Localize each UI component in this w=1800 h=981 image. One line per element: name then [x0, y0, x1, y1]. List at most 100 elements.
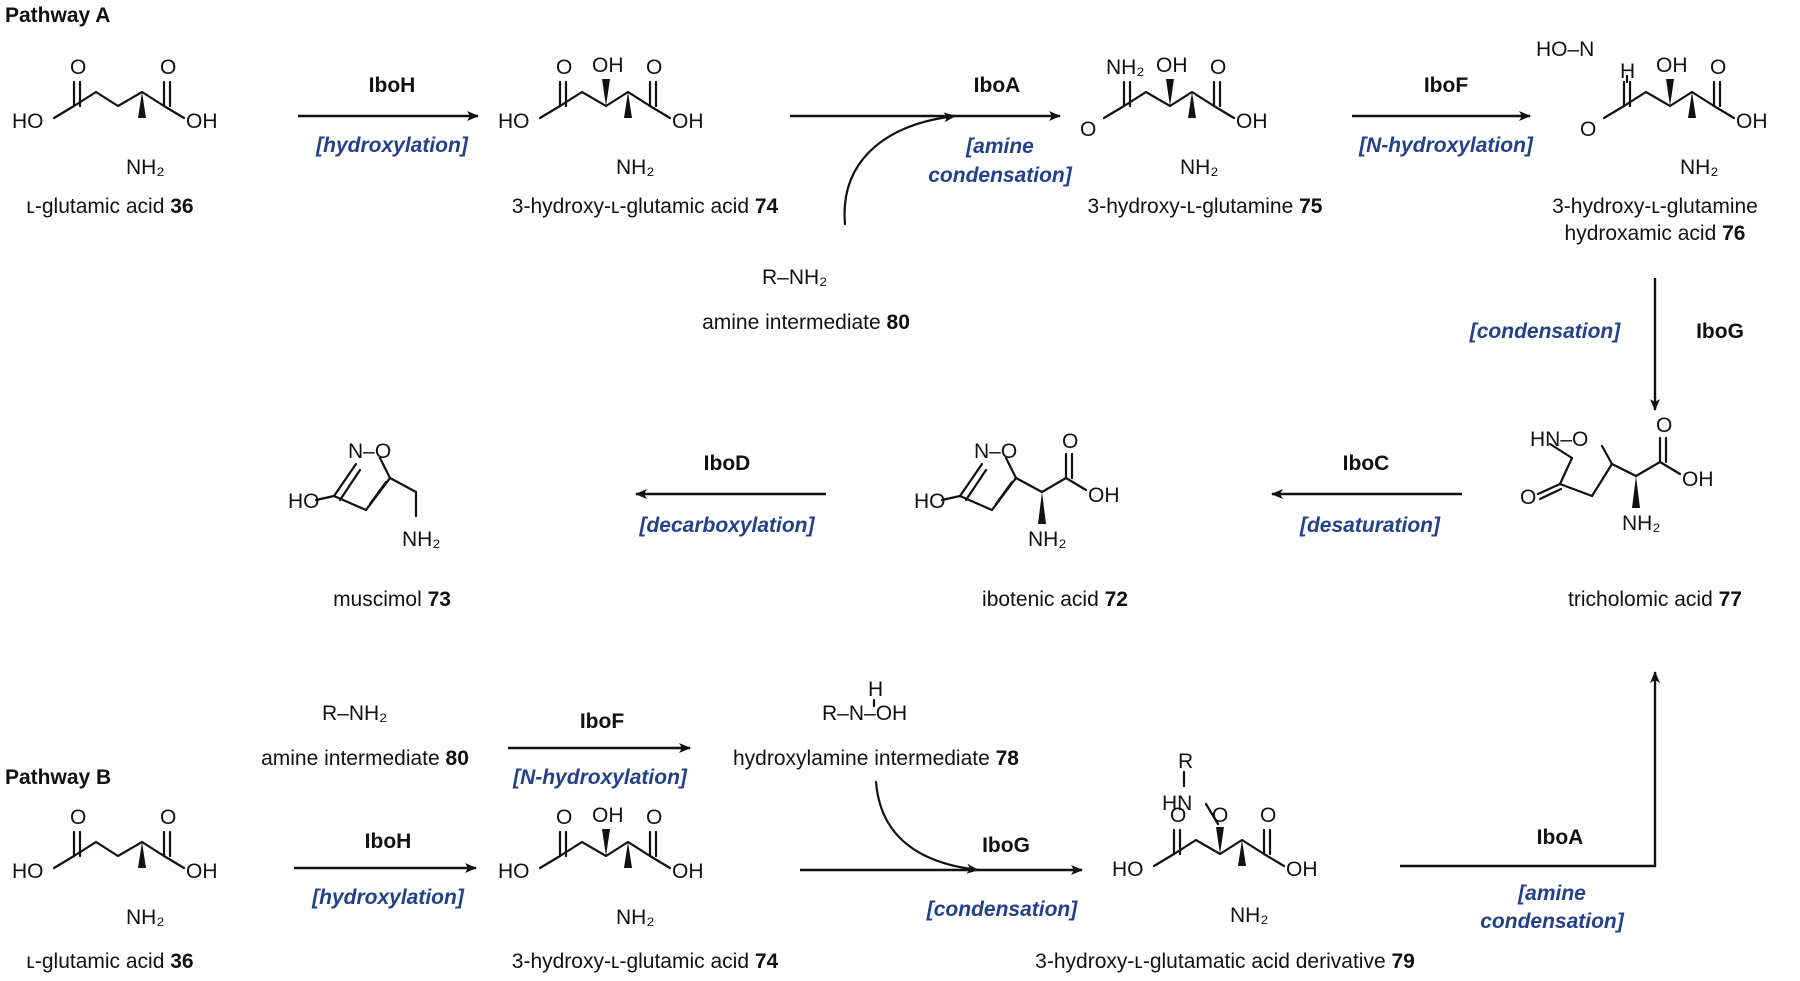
atom-n-o: N–O	[974, 440, 1017, 463]
atom-oh: OH	[1236, 110, 1268, 133]
atom-o: O	[70, 56, 86, 79]
arrow-hydroxylamine-incoming	[874, 780, 980, 874]
atom-o: O	[160, 806, 176, 829]
ibotenic-acid-72-structure: HO N–O O OH NH₂	[914, 430, 1120, 551]
arrow-iboa-b	[1400, 671, 1660, 868]
amine-80-formula-b: R–NH₂	[322, 702, 387, 725]
compound-80-label-a: amine intermediate 80	[702, 311, 910, 334]
reaction-n-hydroxylation-a: [N-hydroxylation]	[1358, 134, 1534, 157]
compound-36-label-b: ʟ-glutamic acid 36	[26, 950, 193, 973]
reaction-condensation-a: condensation]	[928, 164, 1073, 187]
atom-oh: OH	[1656, 54, 1688, 77]
atom-o: O	[160, 56, 176, 79]
compound-78-label: hydroxylamine intermediate 78	[733, 747, 1019, 770]
atom-o: O	[556, 806, 572, 829]
atom-ho: HO	[1112, 858, 1144, 881]
compound-76-label-line2: hydroxamic acid 76	[1565, 222, 1746, 245]
compound-76-label-line1: 3-hydroxy-ʟ-glutamine	[1552, 195, 1758, 218]
compound-75-label: 3-hydroxy-ʟ-glutamine 75	[1088, 195, 1323, 218]
glutamic-acid-36-structure-b: HO O O OH NH₂	[12, 806, 218, 929]
atom-nh2: NH₂	[1622, 512, 1660, 535]
reaction-amine-b: [amine	[1517, 882, 1586, 905]
atom-ho-n: HO–N	[1536, 38, 1594, 61]
atom-nh2: NH₂	[616, 906, 654, 929]
compound-36-label-a: ʟ-glutamic acid 36	[26, 195, 193, 218]
hydroxamic-acid-76-structure: O HO–N H OH O OH NH₂	[1536, 38, 1768, 179]
atom-o: O	[1210, 56, 1226, 79]
atom-nh2: NH₂	[1106, 56, 1144, 79]
atom-oh: OH	[672, 110, 704, 133]
atom-oh: OH	[186, 110, 218, 133]
compound-74-label-b: 3-hydroxy-ʟ-glutamic acid 74	[512, 950, 779, 973]
hydroxylamine-78-formula: R–N–OH	[822, 702, 907, 725]
atom-h: H	[1620, 60, 1635, 83]
atom-oh: OH	[1156, 54, 1188, 77]
atom-o: O	[1080, 118, 1096, 141]
enzyme-iboa-b: IboA	[1537, 826, 1584, 849]
atom-nh2: NH₂	[126, 156, 164, 179]
reaction-amine-a: [amine	[965, 135, 1034, 158]
reaction-hydroxylation-b: [hydroxylation]	[311, 886, 465, 909]
reaction-desaturation: [desaturation]	[1299, 514, 1441, 537]
atom-ho: HO	[498, 110, 530, 133]
pathway-b-header: Pathway B	[5, 766, 111, 789]
atom-nh2: NH₂	[1680, 156, 1718, 179]
atom-nh2: NH₂	[1028, 528, 1066, 551]
glutamatic-acid-derivative-79-structure: HO O O HN R O OH NH₂	[1112, 750, 1318, 927]
hydroxyglutamine-75-structure: O NH₂ OH O OH NH₂	[1080, 54, 1268, 179]
amine-80-formula-a: R–NH₂	[762, 266, 827, 289]
atom-nh2: NH₂	[1180, 156, 1218, 179]
hydroxyglutamic-acid-74-structure-b: HO O OH O OH NH₂	[498, 804, 704, 929]
atom-o: O	[1212, 804, 1228, 827]
enzyme-iboh-a: IboH	[369, 74, 416, 97]
atom-nh2: NH₂	[402, 528, 440, 551]
glutamic-acid-36-structure-a: HO O O OH NH₂	[12, 56, 218, 179]
enzyme-ibod: IboD	[704, 452, 751, 475]
reaction-condensation-a4: [condensation]	[1469, 320, 1622, 343]
atom-oh: OH	[592, 804, 624, 827]
compound-72-label: ibotenic acid 72	[982, 588, 1128, 611]
reaction-condensation-b4: condensation]	[1480, 910, 1625, 933]
atom-oh: OH	[1286, 858, 1318, 881]
atom-oh: OH	[1682, 468, 1714, 491]
atom-ho: HO	[288, 490, 320, 513]
reaction-decarboxylation: [decarboxylation]	[638, 514, 815, 537]
reaction-hydroxylation-a: [hydroxylation]	[315, 134, 469, 157]
reaction-n-hydroxylation-b: [N-hydroxylation]	[512, 766, 688, 789]
enzyme-iboc: IboC	[1343, 452, 1390, 475]
enzyme-iboa-a: IboA	[974, 74, 1021, 97]
atom-nh2: NH₂	[1230, 904, 1268, 927]
pathway-a-header: Pathway A	[5, 4, 110, 27]
atom-o: O	[1260, 804, 1276, 827]
atom-hn: HN	[1162, 792, 1192, 815]
atom-nh2: NH₂	[126, 906, 164, 929]
arrow-amine-incoming	[843, 112, 957, 226]
atom-o: O	[1520, 486, 1536, 509]
enzyme-iboh-b: IboH	[365, 830, 412, 853]
atom-oh: OH	[672, 860, 704, 883]
compound-79-label: 3-hydroxy-ʟ-glutamatic acid derivative 7…	[1035, 950, 1415, 973]
atom-h: H	[868, 678, 883, 701]
hydroxyglutamic-acid-74-structure-a: HO O OH O OH NH₂	[498, 54, 704, 179]
enzyme-ibog-b: IboG	[982, 834, 1030, 857]
atom-r: R	[1178, 750, 1193, 773]
atom-hn-o: HN–O	[1530, 428, 1588, 451]
atom-oh: OH	[1088, 484, 1120, 507]
atom-ho: HO	[12, 860, 44, 883]
atom-ho: HO	[12, 110, 44, 133]
compound-80-label-b: amine intermediate 80	[261, 747, 469, 770]
enzyme-ibog-a: IboG	[1696, 320, 1744, 343]
atom-ho: HO	[914, 490, 946, 513]
atom-nh2: NH₂	[616, 156, 654, 179]
atom-o: O	[1656, 414, 1672, 437]
atom-oh: OH	[1736, 110, 1768, 133]
atom-o: O	[556, 56, 572, 79]
compound-74-label-a: 3-hydroxy-ʟ-glutamic acid 74	[512, 195, 779, 218]
enzyme-ibof-b: IboF	[580, 710, 624, 733]
atom-o: O	[1580, 118, 1596, 141]
atom-oh: OH	[592, 54, 624, 77]
atom-o: O	[1710, 56, 1726, 79]
tricholomic-acid-77-structure: O HN–O O OH NH₂	[1520, 414, 1714, 535]
atom-o: O	[646, 806, 662, 829]
